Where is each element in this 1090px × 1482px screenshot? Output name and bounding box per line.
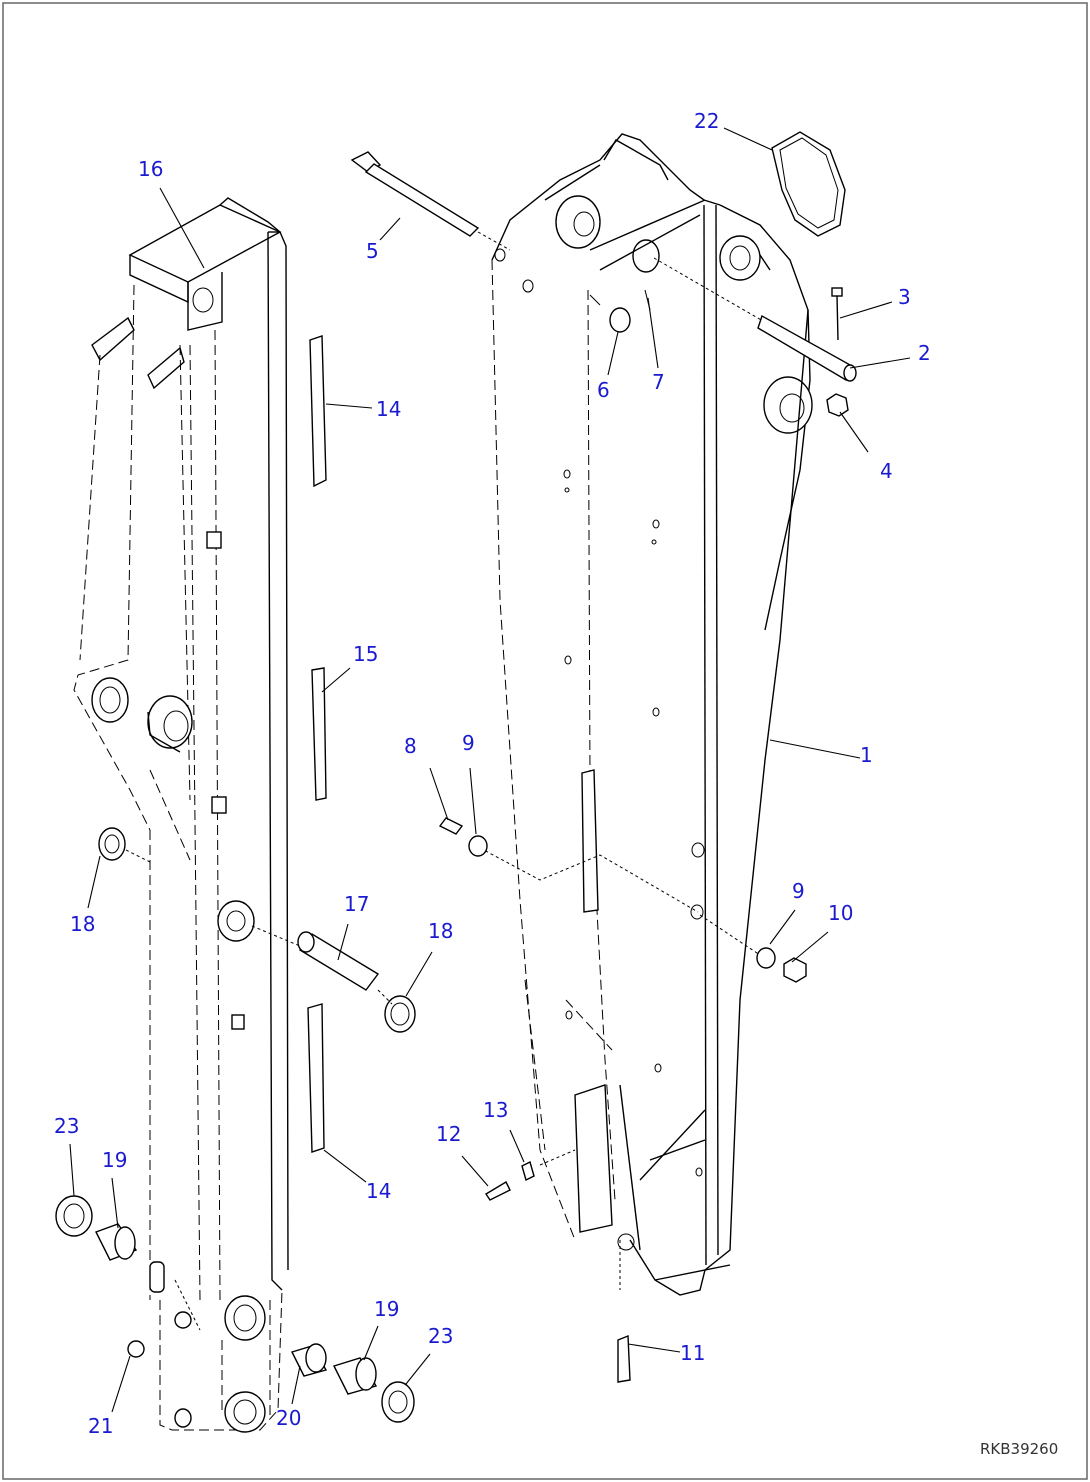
callout-label[interactable]: 19 [102, 1148, 127, 1172]
callout-label[interactable]: 18 [70, 912, 95, 936]
callout-label[interactable]: 8 [404, 734, 417, 758]
small-parts [55, 131, 857, 1423]
callout-label[interactable]: 1 [860, 743, 873, 767]
wear-plates [307, 335, 327, 1153]
right-arm-assembly [479, 133, 813, 1296]
callout-label[interactable]: 7 [652, 370, 665, 394]
callout-label[interactable]: 3 [898, 285, 911, 309]
left-arm-assembly [73, 197, 289, 1433]
callout-label[interactable]: 13 [483, 1098, 508, 1122]
callout-label[interactable]: 6 [597, 378, 610, 402]
callout-labels: 1 2 3 4 5 6 7 8 9 9 10 11 12 13 14 14 15… [54, 109, 1058, 1458]
callout-label[interactable]: 15 [353, 642, 378, 666]
callout-label[interactable]: 12 [436, 1122, 461, 1146]
callout-label[interactable]: 18 [428, 919, 453, 943]
callout-label[interactable]: 17 [344, 892, 369, 916]
pin-5 [350, 151, 511, 251]
callout-label[interactable]: 21 [88, 1414, 113, 1438]
drawing-id: RKB39260 [980, 1440, 1058, 1458]
callout-label[interactable]: 14 [376, 397, 401, 421]
callout-label[interactable]: 10 [828, 901, 853, 925]
callout-label[interactable]: 2 [918, 341, 931, 365]
callout-label[interactable]: 22 [694, 109, 719, 133]
callout-label[interactable]: 11 [680, 1341, 705, 1365]
callout-label[interactable]: 5 [366, 239, 379, 263]
callout-label[interactable]: 16 [138, 157, 163, 181]
callout-label[interactable]: 19 [374, 1297, 399, 1321]
leader-lines [69, 127, 911, 1413]
callout-label[interactable]: 9 [462, 731, 475, 755]
callout-label[interactable]: 23 [54, 1114, 79, 1138]
callout-label[interactable]: 4 [880, 459, 893, 483]
callout-label[interactable]: 20 [276, 1406, 301, 1430]
callout-label[interactable]: 9 [792, 879, 805, 903]
pin-17-assembly [98, 827, 416, 1033]
callout-label[interactable]: 23 [428, 1324, 453, 1348]
callout-label[interactable]: 14 [366, 1179, 391, 1203]
